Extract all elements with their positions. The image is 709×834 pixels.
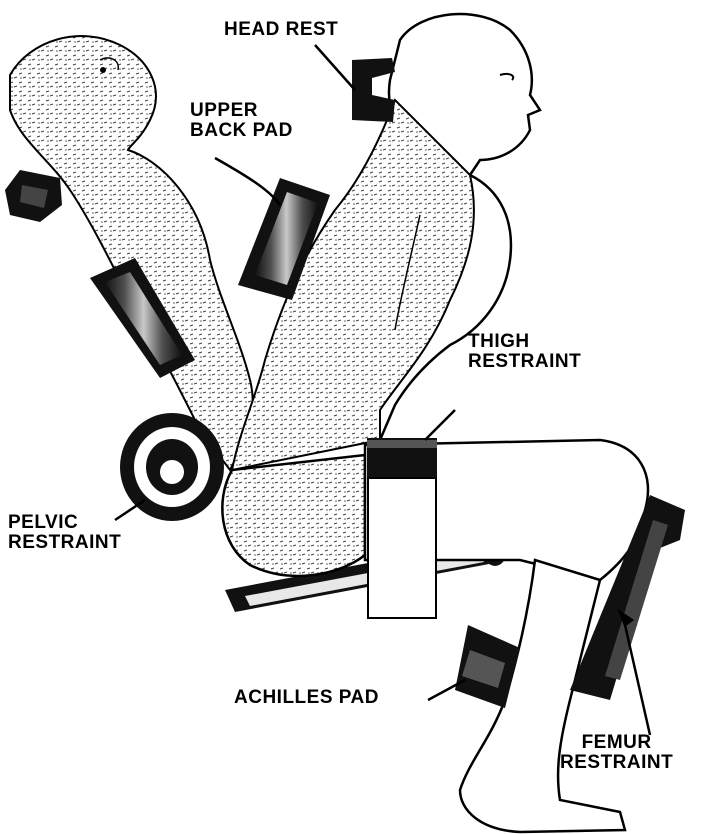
femur-restraint-line-1: FEMUR xyxy=(560,733,673,753)
upper-back-pad-line-1: UPPER xyxy=(190,101,293,121)
thigh-restraint-line-2: RESTRAINT xyxy=(468,352,581,372)
thigh-restraint-line-1: THIGH xyxy=(468,332,581,352)
pelvic-restraint-line-2: RESTRAINT xyxy=(8,533,121,553)
thigh-restraint-leader xyxy=(425,410,455,440)
thigh-restraint-label: THIGH RESTRAINT xyxy=(468,332,581,372)
femur-restraint-leader xyxy=(625,625,650,735)
pelvic-restraint-line-1: PELVIC xyxy=(8,513,121,533)
head-rest-text: HEAD REST xyxy=(224,20,338,40)
achilles-pad-text: ACHILLES PAD xyxy=(234,688,379,708)
achilles-pad-label: ACHILLES PAD xyxy=(234,688,379,708)
upper-back-pad-leader xyxy=(215,158,280,205)
head-rest-label: HEAD REST xyxy=(224,20,338,40)
upper-back-pad-label: UPPER BACK PAD xyxy=(190,101,293,141)
head-rest-leader xyxy=(315,45,355,90)
femur-restraint-label: FEMUR RESTRAINT xyxy=(560,733,673,773)
femur-restraint-line-2: RESTRAINT xyxy=(560,753,673,773)
thigh-restraint-strap xyxy=(367,438,437,618)
upper-back-pad-line-2: BACK PAD xyxy=(190,121,293,141)
head-rest-pad-reclined xyxy=(5,170,62,222)
pelvic-restraint-label: PELVIC RESTRAINT xyxy=(8,513,121,553)
